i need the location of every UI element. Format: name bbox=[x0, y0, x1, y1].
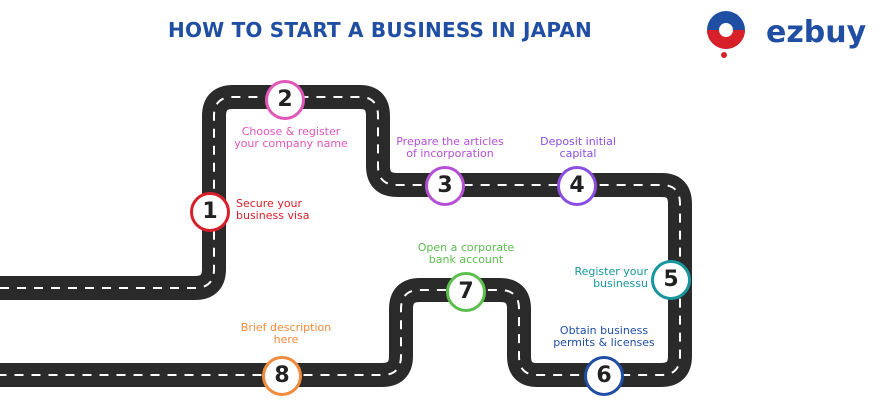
step-1-label: Secure your business visa bbox=[236, 198, 309, 222]
step-1-line2: business visa bbox=[236, 209, 310, 222]
step-7-marker: 7 bbox=[446, 272, 486, 312]
step-2-line2: your company name bbox=[234, 137, 348, 150]
step-8-line2: here bbox=[273, 333, 299, 346]
step-7-label: Open a corporate bank account bbox=[410, 242, 522, 266]
step-4-line2: capital bbox=[559, 147, 597, 160]
step-8-marker: 8 bbox=[262, 356, 302, 396]
step-5-line2: businessu bbox=[593, 277, 648, 290]
step-2-line1: Choose & register bbox=[241, 125, 341, 138]
step-4-label: Deposit initial capital bbox=[528, 136, 628, 160]
step-8-label: Brief description here bbox=[234, 322, 338, 346]
step-4-marker: 4 bbox=[557, 166, 597, 206]
step-3-line2: of incorporation bbox=[406, 147, 494, 160]
step-3-line1: Prepare the articles bbox=[396, 135, 504, 148]
ezbuy-logo: ezbuy bbox=[700, 4, 880, 64]
step-1-line1: Secure your bbox=[236, 197, 303, 210]
page-title: HOW TO START A BUSINESS IN JAPAN bbox=[168, 18, 592, 42]
step-3-marker: 3 bbox=[425, 166, 465, 206]
step-3-label: Prepare the articles of incorporation bbox=[388, 136, 512, 160]
step-1-marker: 1 bbox=[190, 192, 230, 232]
step-7-line2: bank account bbox=[428, 253, 504, 266]
logo-wordmark: ezbuy bbox=[766, 15, 867, 50]
step-2-marker: 2 bbox=[265, 80, 305, 120]
step-5-marker: 5 bbox=[651, 260, 691, 300]
step-8-line1: Brief description bbox=[240, 321, 332, 334]
step-6-line1: Obtain business bbox=[559, 324, 649, 337]
step-7-line1: Open a corporate bbox=[417, 241, 515, 254]
step-5-label: Register your businessu bbox=[560, 266, 648, 290]
step-4-line1: Deposit initial bbox=[540, 135, 616, 148]
step-6-line2: permits & licenses bbox=[553, 336, 655, 349]
ezbuy-logo-icon: ezbuy bbox=[707, 11, 867, 58]
step-6-marker: 6 bbox=[584, 356, 624, 396]
step-6-label: Obtain business permits & licenses bbox=[546, 325, 662, 349]
step-5-line1: Register your bbox=[574, 265, 648, 278]
step-2-label: Choose & register your company name bbox=[228, 126, 354, 150]
